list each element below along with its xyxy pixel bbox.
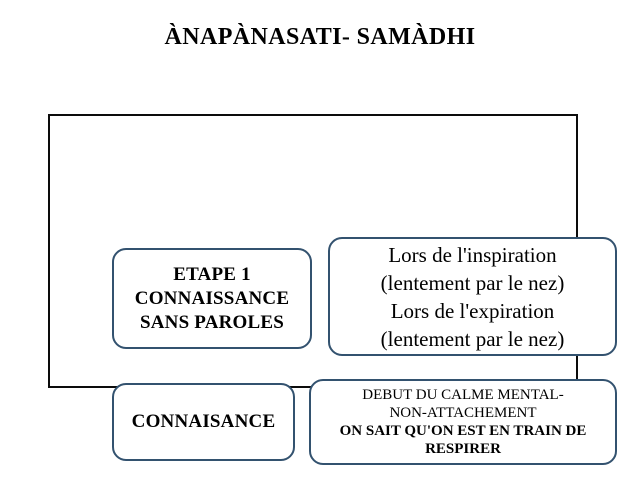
knowledge-box: CONNAISANCE bbox=[112, 383, 295, 461]
calm-box: DEBUT DU CALME MENTAL- NON-ATTACHEMENT O… bbox=[309, 379, 617, 465]
stage-line-1: ETAPE 1 bbox=[173, 263, 251, 285]
calm-line-2: NON-ATTACHEMENT bbox=[389, 405, 537, 421]
calm-line-1: DEBUT DU CALME MENTAL- bbox=[362, 387, 564, 403]
stage-line-2: CONNAISSANCE bbox=[134, 287, 290, 309]
breathing-line-3: Lors de l'expiration bbox=[390, 298, 555, 323]
page-title: ÀNAPÀNASATI- SAMÀDHI bbox=[164, 24, 476, 50]
stage-box: ETAPE 1 CONNAISSANCE SANS PAROLES bbox=[112, 248, 312, 349]
stage-box-text: ETAPE 1 CONNAISSANCE SANS PAROLES bbox=[114, 263, 310, 335]
diagram-frame: ETAPE 1 CONNAISSANCE SANS PAROLES Lors d… bbox=[48, 114, 617, 465]
breathing-line-2: (lentement par le nez) bbox=[380, 270, 565, 295]
calm-box-text: DEBUT DU CALME MENTAL- NON-ATTACHEMENT O… bbox=[311, 386, 615, 458]
knowledge-box-text: CONNAISANCE bbox=[114, 410, 293, 434]
calm-line-3: ON SAIT QU'ON EST EN TRAIN DE bbox=[339, 423, 587, 439]
breathing-line-1: Lors de l'inspiration bbox=[388, 242, 557, 267]
breathing-box: Lors de l'inspiration (lentement par le … bbox=[328, 237, 617, 356]
breathing-box-text: Lors de l'inspiration (lentement par le … bbox=[330, 241, 615, 353]
stage-line-3: SANS PAROLES bbox=[139, 311, 285, 333]
knowledge-line-1: CONNAISANCE bbox=[131, 411, 276, 432]
calm-line-4: RESPIRER bbox=[425, 441, 501, 457]
breathing-line-4: (lentement par le nez) bbox=[380, 326, 565, 351]
